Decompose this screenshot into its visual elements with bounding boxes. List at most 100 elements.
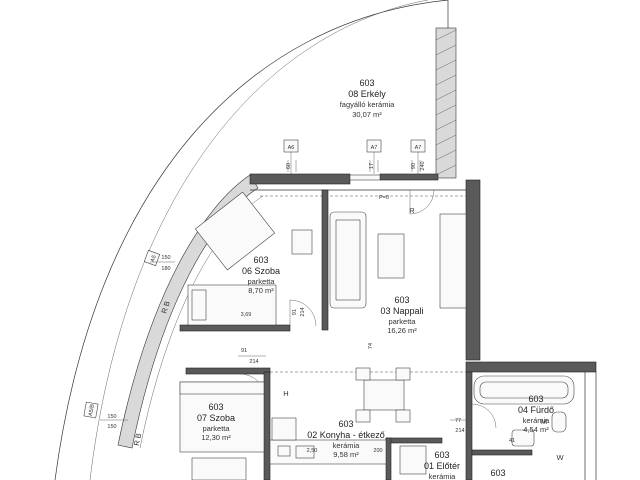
right-outer-wall <box>465 179 481 361</box>
svg-text:603: 603 <box>394 295 409 305</box>
dim-41: 41 <box>509 438 515 444</box>
room-label-06-szoba: 603 06 Szoba parketta 8,70 m² <box>242 255 280 295</box>
axis-markers <box>83 139 426 419</box>
wall-konyha-eloter <box>385 437 443 444</box>
washbasin <box>511 429 535 447</box>
svg-text:parketta: parketta <box>202 424 230 433</box>
wardrobe-07 <box>191 457 247 480</box>
dim-91: 91 <box>241 348 247 354</box>
svg-text:fagyálló kerámia: fagyálló kerámia <box>340 100 395 109</box>
svg-text:kerámia: kerámia <box>333 441 361 450</box>
svg-text:603: 603 <box>528 394 543 404</box>
svg-text:603: 603 <box>253 255 268 265</box>
svg-text:01 Előtér: 01 Előtér <box>424 461 460 471</box>
door-07 <box>239 373 267 401</box>
wall-mid <box>185 367 271 375</box>
dim-74: 74 <box>368 343 374 349</box>
svg-text:603: 603 <box>338 419 353 429</box>
label-rb-1: R B <box>159 300 171 315</box>
svg-text:603: 603 <box>490 468 505 478</box>
svg-text:parketta: parketta <box>388 317 416 326</box>
label-m: M <box>541 417 547 426</box>
svg-text:04 Fürdő: 04 Fürdő <box>518 405 554 415</box>
svg-text:12,30 m²: 12,30 m² <box>201 433 231 442</box>
label-r: R <box>409 206 415 215</box>
svg-text:07 Szoba: 07 Szoba <box>197 413 235 423</box>
axis-a5: A5 <box>150 254 158 262</box>
coffee-table <box>377 233 405 279</box>
balcony-wall-hatch <box>435 29 457 176</box>
dim-240: 240 <box>420 161 426 170</box>
axis-a5b: A5/B <box>88 403 96 416</box>
top-wall <box>249 173 351 185</box>
label-h: H <box>283 389 288 398</box>
tv-unit <box>439 213 467 309</box>
wall-06-nappali <box>321 189 329 331</box>
door-06 <box>289 299 317 327</box>
dim-91-b: 91 <box>292 309 298 315</box>
svg-text:kerámia: kerámia <box>523 416 551 425</box>
room-label-02-konyha: 603 02 Konyha - étkező kerámia 9,58 m² <box>307 419 385 459</box>
dim-180: 180 <box>161 266 170 272</box>
axis-a6: A6 <box>288 145 295 151</box>
svg-text:03 Nappali: 03 Nappali <box>380 306 423 316</box>
svg-text:30,07 m²: 30,07 m² <box>352 110 382 119</box>
dim-214-a: 214 <box>249 359 258 365</box>
label-p0: P=0 <box>379 195 389 201</box>
dimension-lines <box>100 160 470 421</box>
svg-text:08 Erkély: 08 Erkély <box>348 89 386 99</box>
wall-eloter-left <box>385 437 392 480</box>
room-label-erkely: 603 08 Erkély fagyálló kerámia 30,07 m² <box>340 78 395 119</box>
dim-2-50: 2,50 <box>307 448 318 454</box>
top-wall-right <box>379 173 439 181</box>
room-label-03-nappali: 603 03 Nappali parketta 16,26 m² <box>380 295 423 335</box>
right-outer-wall-lower <box>465 361 597 373</box>
door-balcony <box>409 189 435 215</box>
desk-06 <box>291 229 313 255</box>
label-rb-2: R B <box>132 432 143 446</box>
svg-text:603: 603 <box>359 78 374 88</box>
wall-furdo-left <box>465 371 473 480</box>
wall-06-bottom <box>179 324 291 332</box>
balcony-outer-arc <box>54 0 449 480</box>
toilet <box>551 411 567 433</box>
dim-200: 200 <box>373 448 382 454</box>
svg-text:603: 603 <box>434 450 449 460</box>
dim-150-a: 150 <box>161 255 170 261</box>
dim-150-b: 150 <box>107 414 116 420</box>
svg-text:8,70 m²: 8,70 m² <box>248 286 274 295</box>
dim-214-b: 214 <box>455 428 464 434</box>
shower <box>399 445 427 475</box>
fridge <box>271 417 297 441</box>
svg-text:06 Szoba: 06 Szoba <box>242 266 280 276</box>
svg-text:9,58 m²: 9,58 m² <box>333 450 359 459</box>
dining-table <box>363 379 405 411</box>
room-label-partial: 603 <box>490 468 505 478</box>
room-label-07-szoba: 603 07 Szoba parketta 12,30 m² <box>197 402 235 442</box>
wall-07-konyha <box>263 371 271 480</box>
svg-text:parketta: parketta <box>247 277 275 286</box>
room-label-01-eloter: 603 01 Előtér kerámia <box>424 450 460 480</box>
dim-150-c: 150 <box>107 424 116 430</box>
dim-90: 90 <box>411 163 417 169</box>
svg-text:603: 603 <box>208 402 223 412</box>
wardrobe-06 <box>194 191 276 271</box>
dim-60: 60 <box>286 163 292 169</box>
axis-a7-2: A7 <box>415 145 422 151</box>
svg-text:kerámia: kerámia <box>429 472 457 480</box>
balcony-side-wall <box>435 27 457 179</box>
svg-text:4,54 m²: 4,54 m² <box>523 425 549 434</box>
svg-text:16,26 m²: 16,26 m² <box>387 326 417 335</box>
axis-a7-1: A7 <box>371 145 378 151</box>
dim-77: 77 <box>455 418 461 424</box>
room-label-04-furdo: 603 04 Fürdő kerámia 4,54 m² <box>518 394 554 434</box>
dim-3-69: 3,69 <box>241 312 252 318</box>
door-furdo <box>471 403 497 429</box>
wall-furdo-bottom <box>471 449 533 456</box>
balcony-inner-arc <box>89 0 429 480</box>
dim-17: 17 <box>369 163 375 169</box>
dim-214-c: 214 <box>300 307 306 316</box>
label-w: W <box>556 453 564 462</box>
svg-text:02 Konyha - étkező: 02 Konyha - étkező <box>307 430 385 440</box>
